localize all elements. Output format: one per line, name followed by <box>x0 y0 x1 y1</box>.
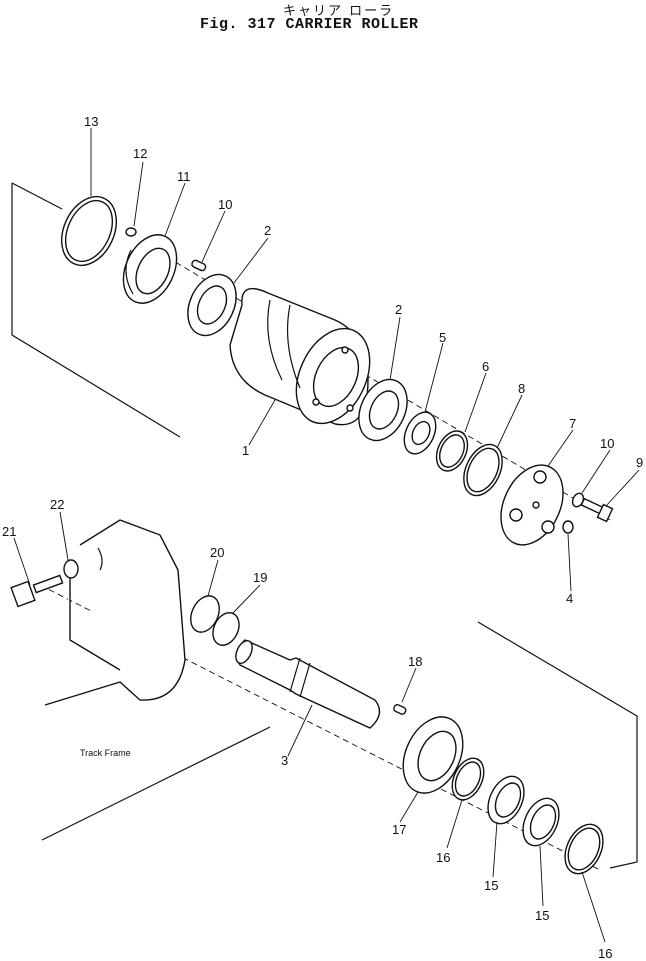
part-19-o-ring <box>212 612 240 646</box>
upper-group-bracket <box>11 183 181 438</box>
callout-21: 21 <box>2 524 16 539</box>
callout-3: 3 <box>281 753 288 768</box>
part-4-plug <box>562 520 574 534</box>
callout-22: 22 <box>50 497 64 512</box>
callout-11: 10 <box>218 197 232 212</box>
callout-14: 13 <box>84 114 98 129</box>
part-18-pin <box>393 704 407 715</box>
part-11-pin <box>191 259 207 272</box>
part-7-cap <box>500 464 564 546</box>
track-frame-label: Track Frame <box>80 748 131 758</box>
callout-18: 18 <box>408 654 422 669</box>
callout-6: 6 <box>482 359 489 374</box>
callout-17: 17 <box>392 822 406 837</box>
callout-20: 20 <box>210 545 224 560</box>
callout-10: 10 <box>600 436 614 451</box>
callout-8: 8 <box>518 381 525 396</box>
track-frame <box>44 519 186 706</box>
callout-7: 7 <box>569 416 576 431</box>
callout-19: 19 <box>253 570 267 585</box>
part-3-shaft <box>236 639 381 729</box>
part-13-plug <box>125 227 137 237</box>
callout-13: 12 <box>133 146 147 161</box>
callout-2-left: 2 <box>264 223 271 238</box>
callout-15-left: 15 <box>484 878 498 893</box>
title-japanese: キャリア ローラ <box>283 4 395 19</box>
lower-left-bracket <box>41 726 271 841</box>
callout-12: 11 <box>177 169 191 184</box>
callout-16-lower: 16 <box>598 946 612 961</box>
figure-title: Fig. 317 CARRIER ROLLER <box>200 16 419 33</box>
callout-4: 4 <box>566 591 573 606</box>
callout-1: 1 <box>242 443 249 458</box>
part-22-washer <box>63 559 79 579</box>
callout-15-right: 15 <box>535 908 549 923</box>
callout-2-right: 2 <box>395 302 402 317</box>
lower-group-bracket <box>477 621 638 869</box>
part-20-snap-ring <box>190 595 220 633</box>
part-21-bolt <box>32 574 64 594</box>
callout-16-upper: 16 <box>436 850 450 865</box>
callout-5: 5 <box>439 330 446 345</box>
callout-9: 9 <box>636 455 643 470</box>
